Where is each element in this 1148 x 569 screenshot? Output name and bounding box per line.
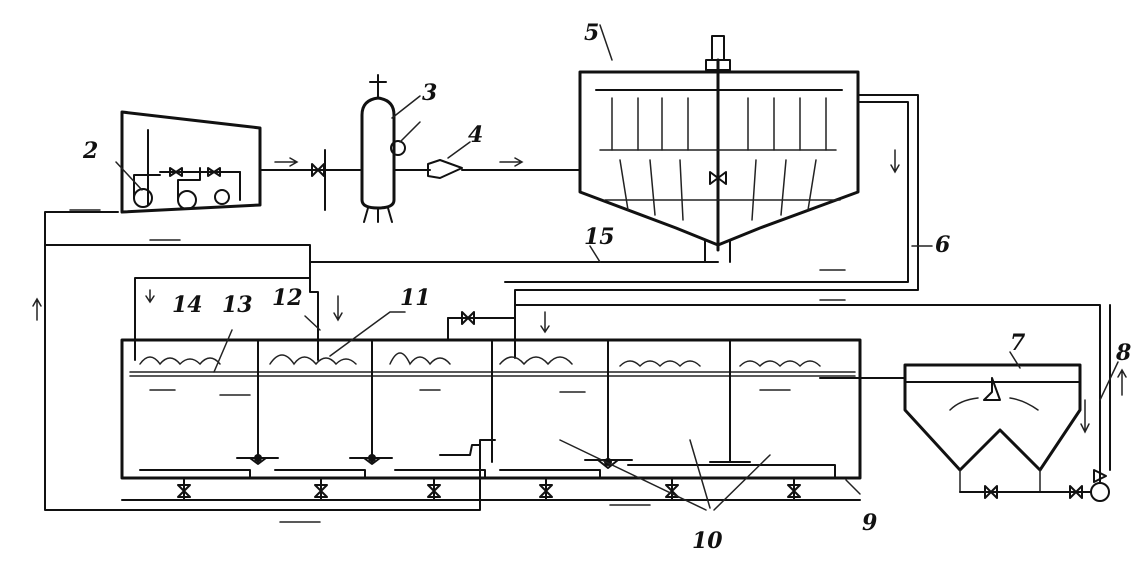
flow-arrow	[540, 311, 550, 334]
pipe-12	[309, 277, 319, 361]
label-pump-station: 2	[82, 138, 98, 164]
ejector-4	[427, 141, 471, 179]
label-pipe-8: 8	[1115, 340, 1131, 366]
flow-arrow	[499, 157, 524, 167]
leader-15	[589, 245, 601, 263]
label-item-13: 13	[222, 292, 253, 318]
label-ejector: 4	[468, 122, 483, 148]
flow-arrow	[890, 149, 900, 174]
label-basin: 9	[862, 510, 877, 536]
label-clarifier: 7	[1010, 330, 1026, 356]
label-pipe-6: 6	[935, 232, 950, 258]
valve	[461, 311, 475, 325]
leaders-10	[559, 439, 771, 511]
label-foam: 11	[400, 285, 431, 311]
label-item-14: 14	[172, 292, 203, 318]
basin-9	[120, 311, 862, 501]
valve	[1093, 469, 1107, 483]
label-pipe-12: 12	[272, 285, 303, 311]
flow-arrow	[274, 157, 299, 167]
flow-marks	[819, 269, 846, 301]
pump-station-2	[115, 110, 262, 214]
pipe-6	[514, 94, 919, 359]
label-flotation-tank: 5	[584, 20, 599, 46]
flow-arrow	[1117, 368, 1127, 396]
flow-arrow	[333, 295, 343, 322]
flotation-tank-5	[578, 24, 860, 263]
pipe-8	[514, 304, 1101, 484]
leader-8	[1099, 361, 1119, 401]
pipe-upper-return	[44, 244, 311, 263]
pipe-6-return	[504, 101, 909, 283]
label-diffusers: 10	[692, 528, 723, 554]
flow-arrow	[1080, 399, 1090, 434]
label-pipe-15: 15	[584, 224, 615, 250]
saturation-tank-3	[360, 74, 421, 223]
flow-arrow	[145, 289, 155, 304]
label-saturation-tank: 3	[422, 80, 437, 106]
pipe-return	[44, 211, 496, 511]
flow-arrow	[32, 297, 42, 321]
clarifier-7	[903, 351, 1110, 502]
